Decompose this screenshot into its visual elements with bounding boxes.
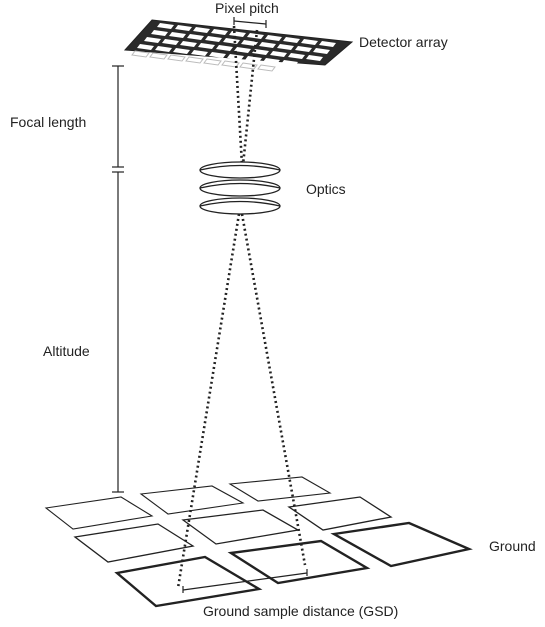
pixel-pitch-bracket bbox=[233, 17, 267, 28]
detector-rays bbox=[232, 25, 259, 166]
optics-label: Optics bbox=[306, 181, 346, 197]
height-scale bbox=[112, 65, 124, 493]
detector-array-grid-icon bbox=[123, 19, 354, 72]
ground-rays bbox=[176, 213, 307, 589]
ground-tiles bbox=[44, 476, 473, 608]
ground-label: Ground bbox=[489, 538, 536, 554]
lens-stack-icon bbox=[199, 161, 281, 215]
pixel-pitch-label: Pixel pitch bbox=[215, 0, 279, 16]
altitude-label: Altitude bbox=[43, 343, 90, 359]
gsd-label: Ground sample distance (GSD) bbox=[203, 603, 399, 619]
detector-array-label: Detector array bbox=[359, 34, 448, 50]
gsd-marker bbox=[182, 569, 308, 593]
focal-length-label: Focal length bbox=[10, 114, 87, 130]
